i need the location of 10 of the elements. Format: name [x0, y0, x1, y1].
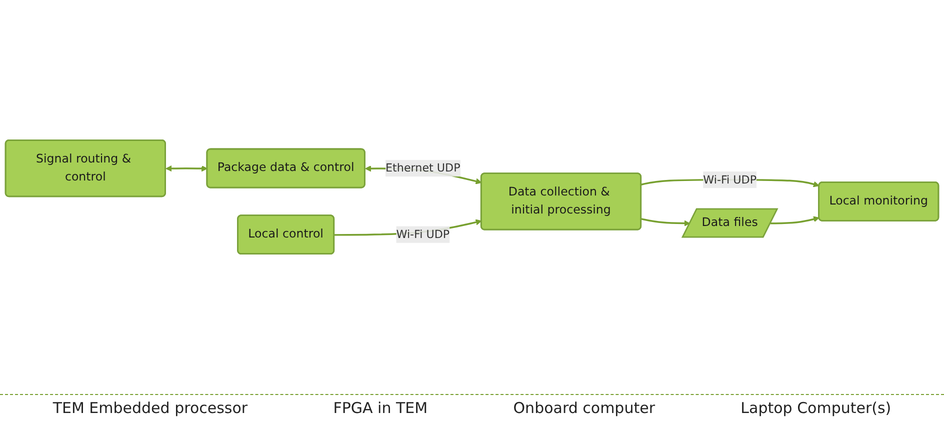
section-label: TEM Embedded processor — [52, 399, 248, 417]
edge-label: Wi-Fi UDP — [703, 172, 757, 186]
arrow — [770, 216, 820, 224]
arrow — [166, 165, 208, 172]
edge-label: Ethernet UDP — [386, 161, 460, 175]
arrow — [641, 218, 690, 226]
edge-label: Wi-Fi UDP — [396, 228, 450, 241]
section-label: Onboard computer — [513, 399, 655, 417]
section-label: FPGA in TEM — [333, 399, 428, 417]
section-label: Laptop Computer(s) — [740, 399, 892, 417]
